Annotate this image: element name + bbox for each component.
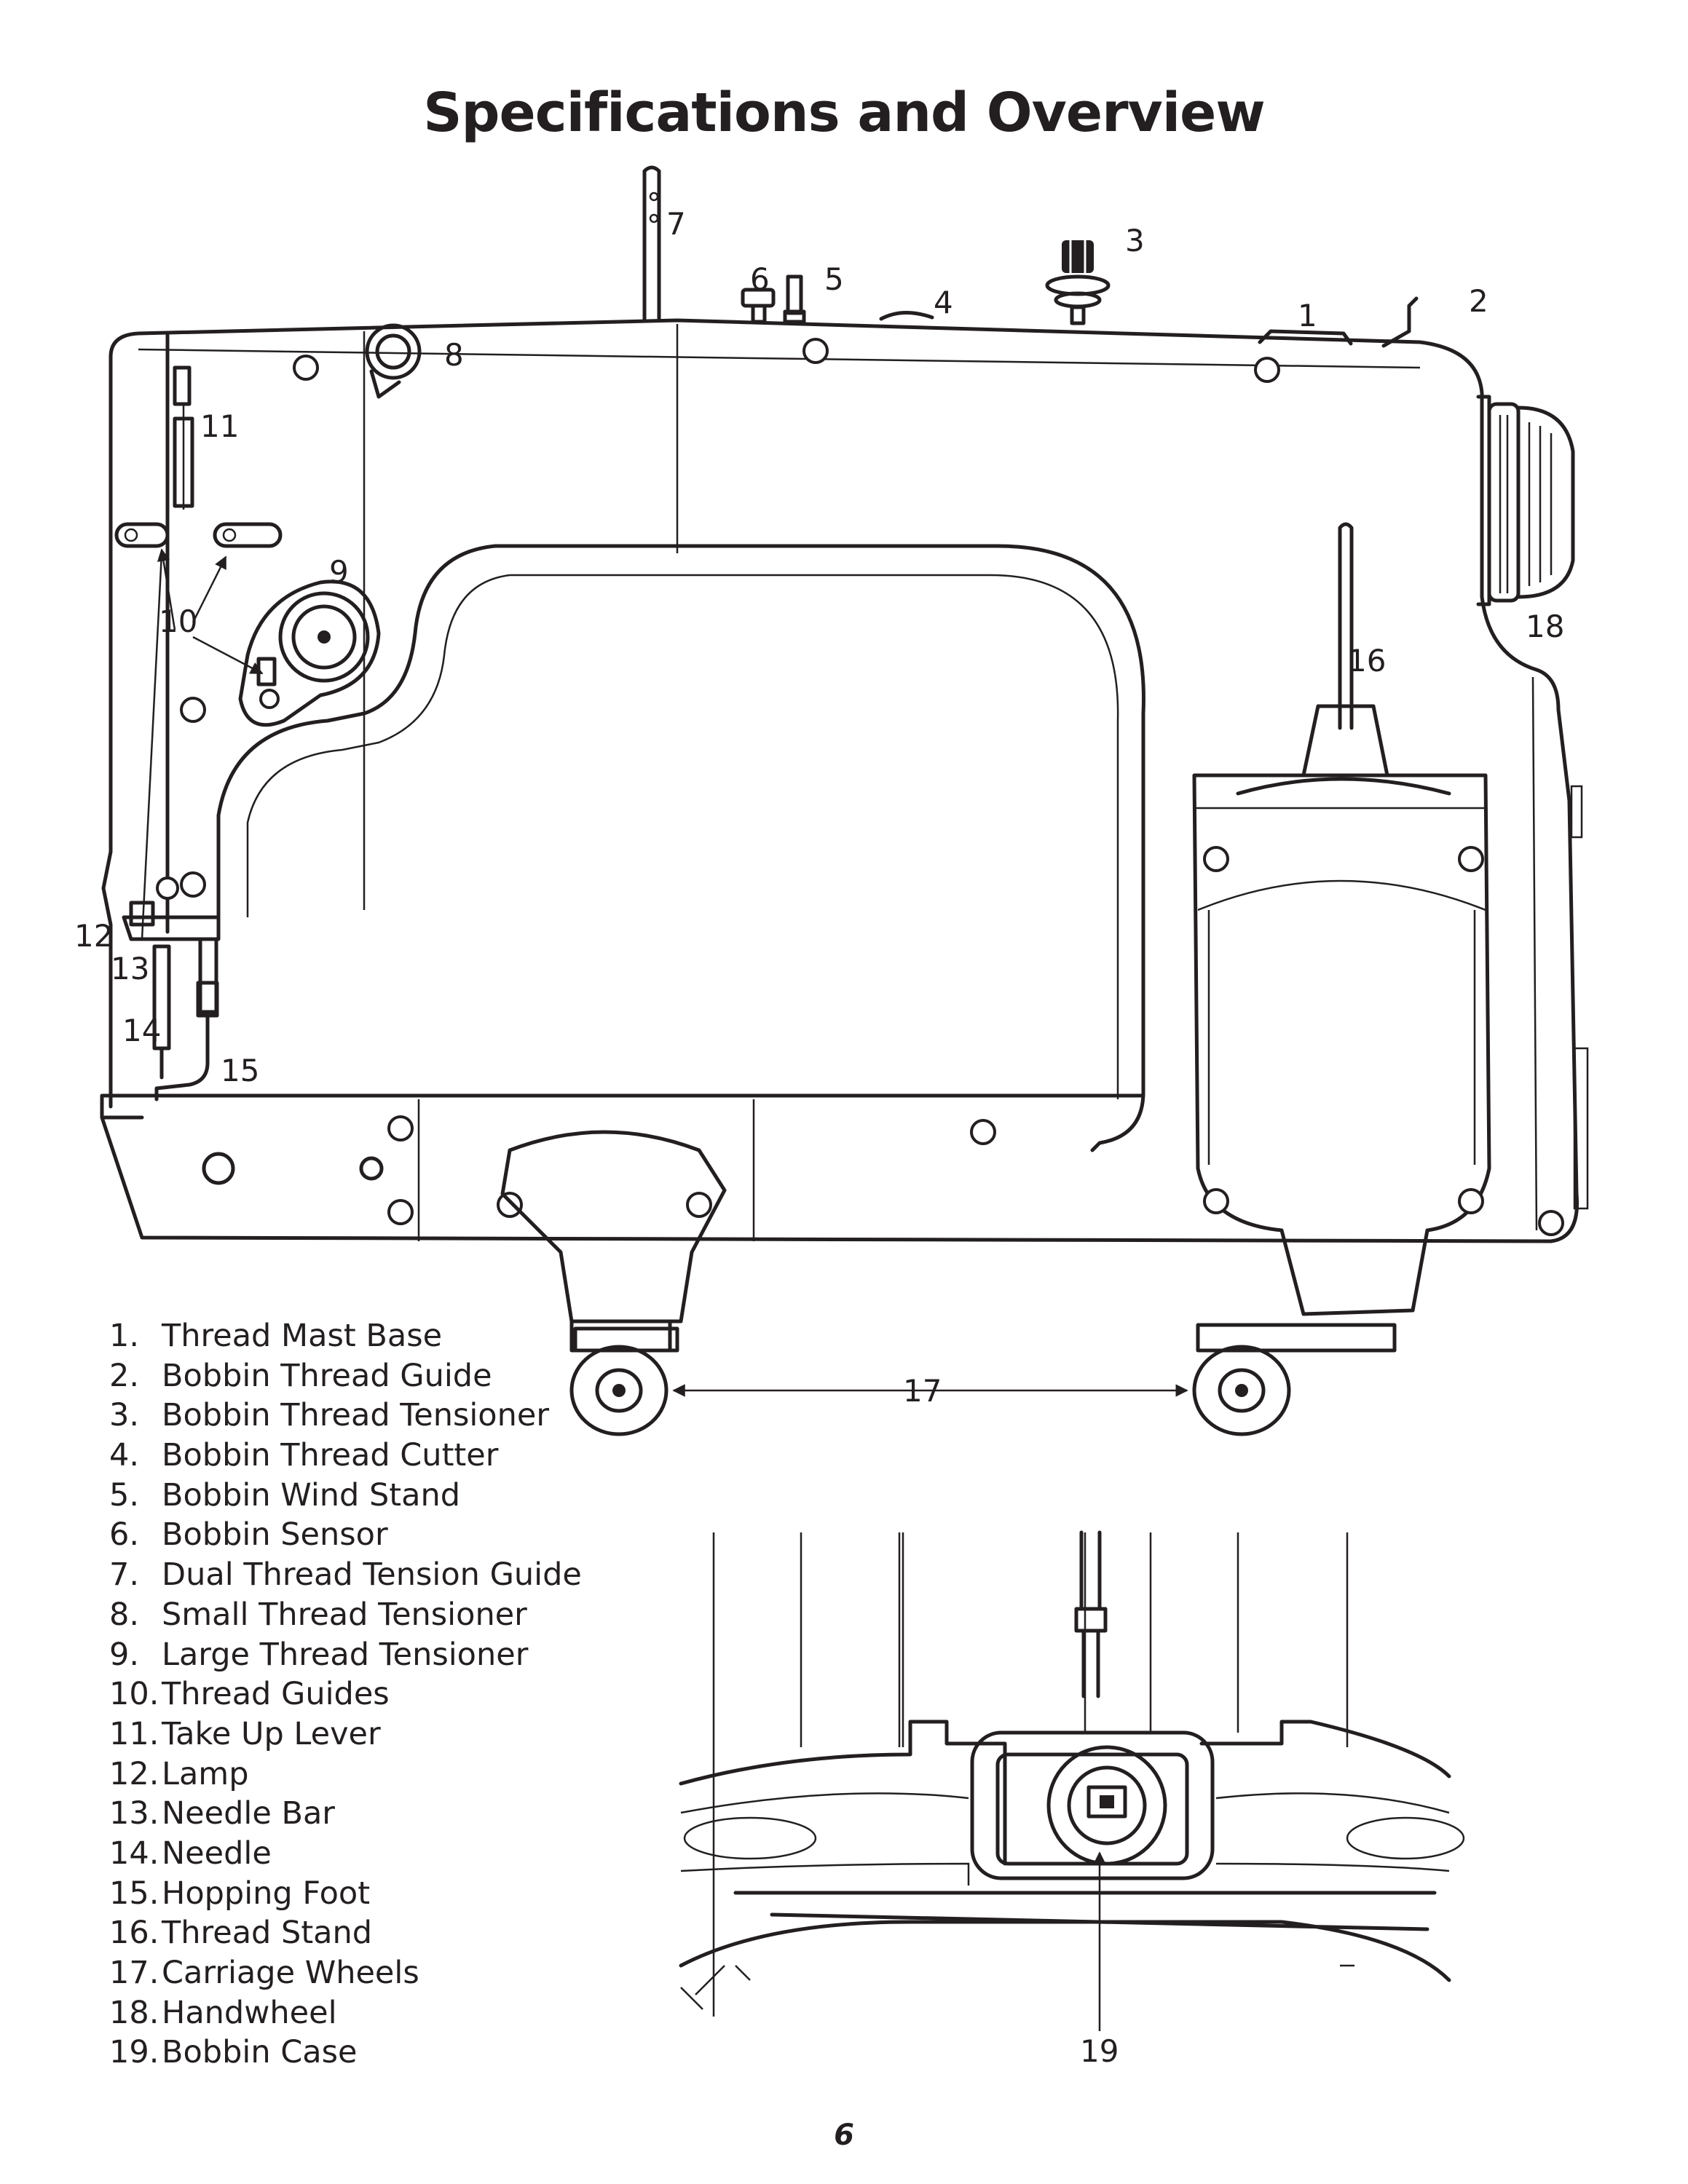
bobbin-tensioner xyxy=(1045,240,1111,325)
legend-item: 4.Bobbin Thread Cutter xyxy=(109,1437,499,1474)
side-port xyxy=(1573,1047,1589,1210)
legend-item: 2.Bobbin Thread Guide xyxy=(109,1357,492,1394)
callout-16: 16 xyxy=(1347,643,1386,678)
bobbin-wind-stand xyxy=(786,274,803,315)
callout-10: 10 xyxy=(159,604,197,639)
legend-item: 8.Small Thread Tensioner xyxy=(109,1596,527,1633)
callout-13: 13 xyxy=(111,951,149,986)
legend-item: 3.Bobbin Thread Tensioner xyxy=(109,1397,549,1434)
callout-3: 3 xyxy=(1125,223,1145,258)
bobbin-thread-guide xyxy=(1381,296,1419,348)
legend-item: 18.Handwheel xyxy=(109,1994,337,2031)
callout-4: 4 xyxy=(934,285,953,320)
callout-labels: 1 2 3 4 5 6 7 8 9 10 11 12 13 14 15 16 1… xyxy=(74,206,1564,2069)
page-title: Specifications and Overview xyxy=(423,82,1265,144)
thread-stand xyxy=(1236,522,1451,796)
top-components xyxy=(642,165,1419,348)
tension-guide-rod xyxy=(642,165,661,323)
leader-lines xyxy=(141,548,1188,2031)
legend-item: 12.Lamp xyxy=(109,1755,249,1792)
head-components xyxy=(114,323,422,1101)
callout-9: 9 xyxy=(329,554,349,590)
callout-7: 7 xyxy=(666,206,686,242)
machine-outline xyxy=(101,318,1579,1243)
legend-item: 1.Thread Mast Base xyxy=(109,1318,443,1354)
legend-item: 7.Dual Thread Tension Guide xyxy=(109,1556,582,1594)
callout-18: 18 xyxy=(1526,609,1564,644)
handwheel xyxy=(1476,395,1575,606)
legend-item: 16.Thread Stand xyxy=(109,1915,373,1952)
legend-item: 14.Needle xyxy=(109,1835,272,1872)
machine-body xyxy=(100,318,1589,1316)
bobbin-inset xyxy=(679,1530,1465,2017)
legend-item: 6.Bobbin Sensor xyxy=(109,1516,388,1554)
bobbin-cutter xyxy=(879,310,934,321)
top-seam xyxy=(138,348,1421,369)
screws xyxy=(156,338,1564,1236)
housing-inner xyxy=(1207,910,1476,1165)
callout-5: 5 xyxy=(824,261,844,297)
callout-2: 2 xyxy=(1469,283,1488,319)
legend-item: 9.Large Thread Tensioner xyxy=(109,1636,529,1673)
machine-base xyxy=(100,1093,1553,1243)
side-panel xyxy=(1531,676,1538,1231)
legend-item: 5.Bobbin Wind Stand xyxy=(109,1476,461,1514)
carriage-wheels xyxy=(569,1323,1397,1436)
callout-11: 11 xyxy=(200,408,239,444)
legend-item: 15.Hopping Foot xyxy=(109,1875,371,1912)
legend-item: 10.Thread Guides xyxy=(109,1676,390,1713)
callout-8: 8 xyxy=(444,337,464,373)
arm-throat xyxy=(216,544,1145,1152)
side-slot xyxy=(1570,785,1583,839)
legend-item: 19.Bobbin Case xyxy=(109,2034,358,2071)
callout-17: 17 xyxy=(903,1373,942,1409)
thread-mast-base xyxy=(1258,329,1353,346)
base-seams xyxy=(417,1099,755,1241)
page-number: 6 xyxy=(834,2118,854,2152)
callout-14: 14 xyxy=(122,1013,161,1048)
housing-details xyxy=(1194,807,1486,911)
thread-stand-housing xyxy=(1192,773,1491,1316)
callout-15: 15 xyxy=(221,1053,259,1088)
legend-item: 13.Needle Bar xyxy=(109,1795,335,1832)
callout-6: 6 xyxy=(750,261,770,297)
legend-item: 11.Take Up Lever xyxy=(109,1715,381,1752)
callout-19: 19 xyxy=(1080,2033,1119,2069)
legend-item: 17.Carriage Wheels xyxy=(109,1955,419,1991)
parts-legend: 1.Thread Mast Base 2.Bobbin Thread Guide… xyxy=(109,1316,582,2073)
arm-throat-bevel xyxy=(246,574,1119,1099)
head-neck xyxy=(122,915,221,941)
callout-1: 1 xyxy=(1298,298,1317,333)
callout-12: 12 xyxy=(74,918,113,954)
